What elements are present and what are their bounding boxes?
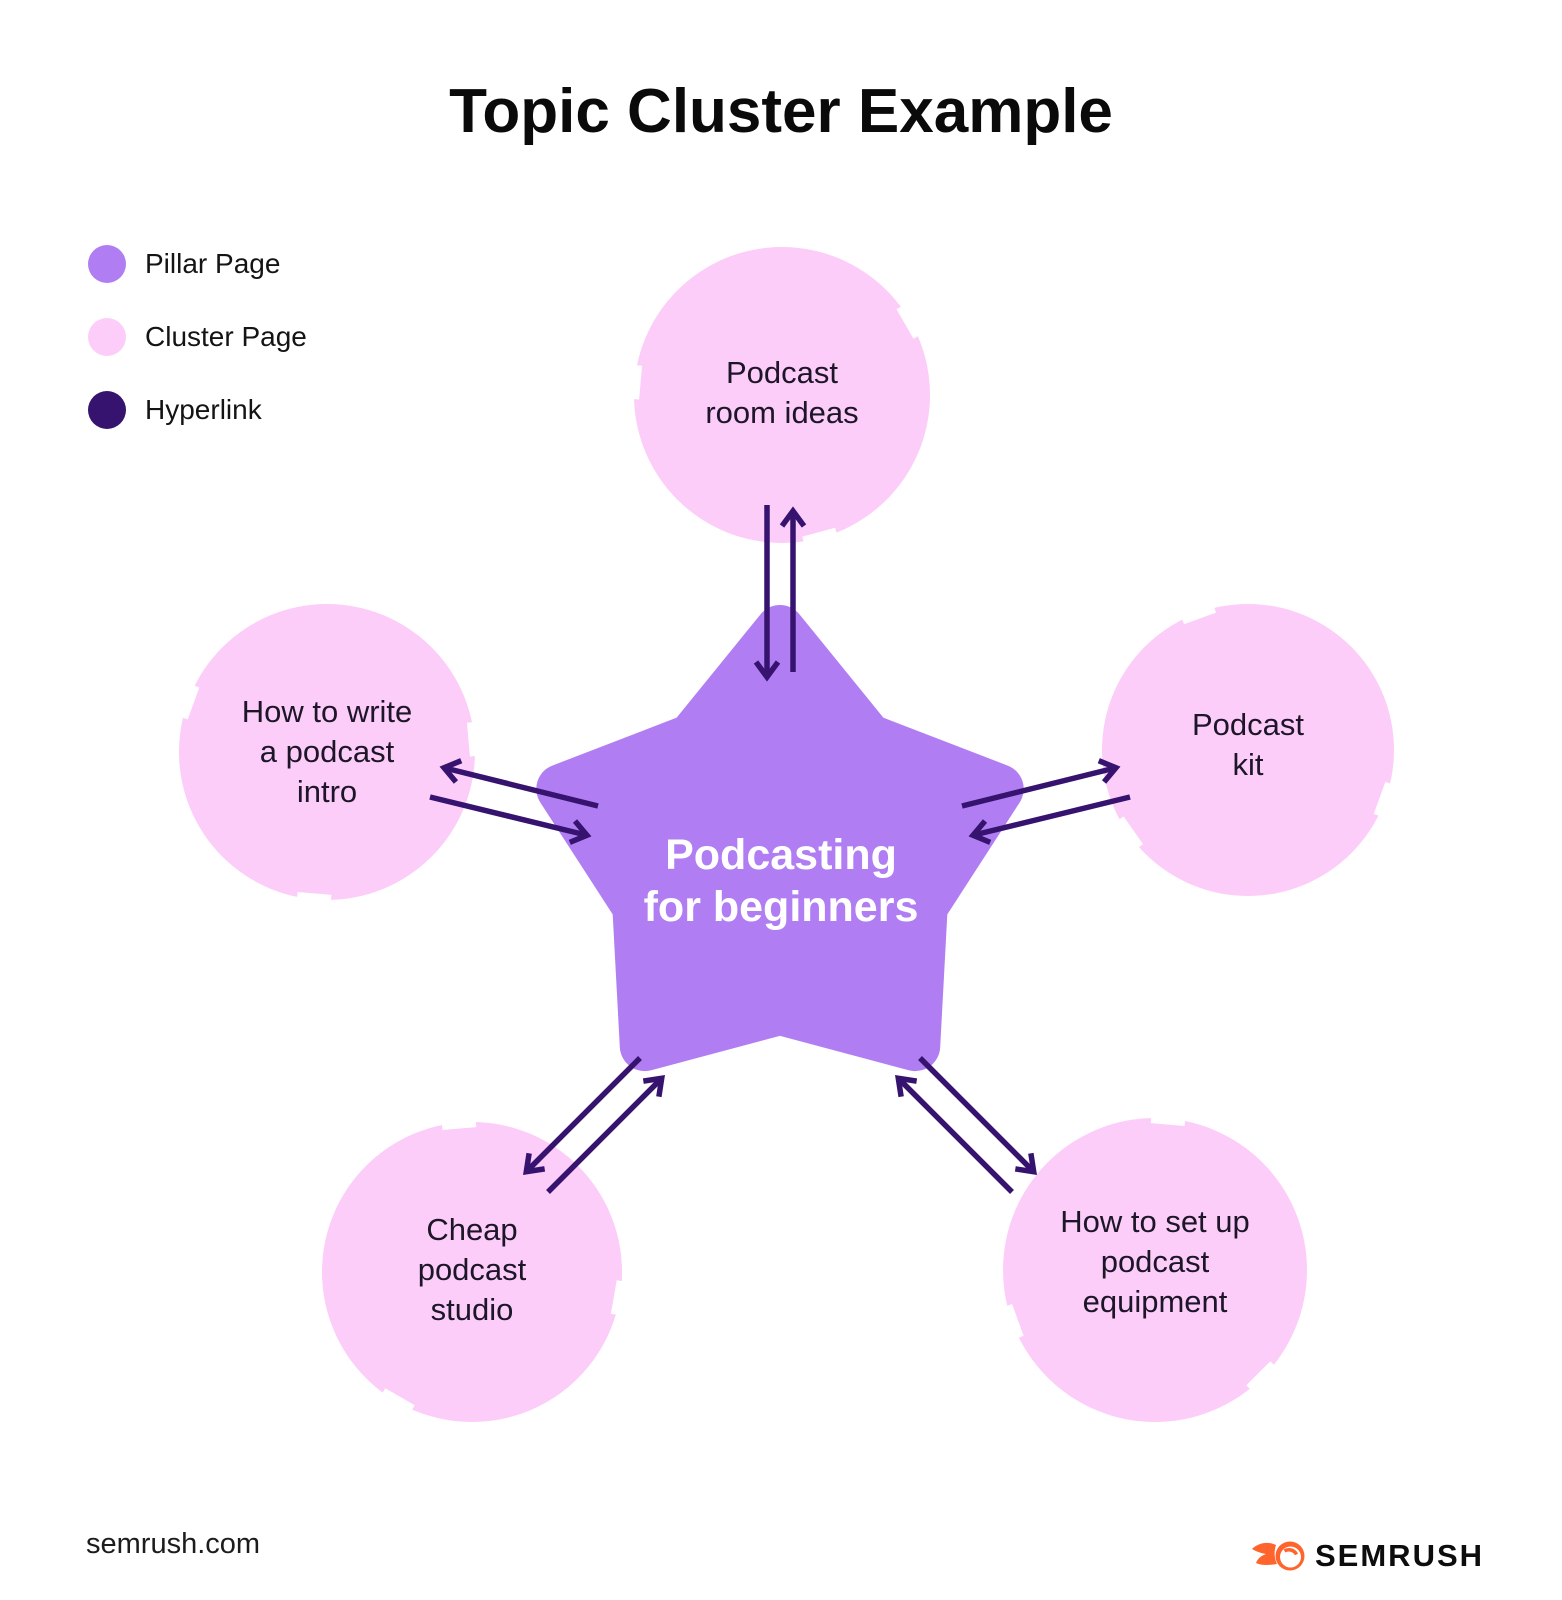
circle-notch bbox=[896, 303, 924, 339]
circle-notch bbox=[1150, 1111, 1186, 1127]
legend-label: Pillar Page bbox=[145, 248, 281, 279]
circle-notch bbox=[379, 1388, 415, 1416]
link-arrow-pillar-to-equipment bbox=[918, 1056, 1037, 1175]
cluster-node-podcast-room-ideas bbox=[627, 247, 930, 549]
cluster-label-how-to-write-a-podcast-intro: How to write a podcast intro bbox=[241, 694, 413, 809]
link-arrow-equipment-to-pillar bbox=[895, 1075, 1014, 1194]
circle-notch bbox=[296, 891, 332, 907]
legend-item-pillar-page: Pillar Page bbox=[88, 245, 307, 283]
cluster-label-cheap-podcast-studio: Cheap podcast studio bbox=[417, 1212, 527, 1327]
cluster-node-how-to-set-up-podcast-equipment bbox=[1000, 1111, 1307, 1422]
semrush-wordmark: SEMRUSH bbox=[1315, 1538, 1485, 1573]
legend-item-hyperlink: Hyperlink bbox=[88, 391, 307, 429]
cluster-label-podcast-room-ideas: Podcast room ideas bbox=[705, 355, 859, 430]
link-arrow-pillar-to-cheap-studio bbox=[523, 1056, 642, 1175]
link-arrow-pillar-to-podcast-intro bbox=[439, 758, 599, 809]
cluster-node-how-to-write-a-podcast-intro bbox=[176, 604, 482, 907]
pillar-label-podcasting-for-beginners: Podcasting for beginners bbox=[643, 831, 919, 931]
page-title: Topic Cluster Example bbox=[449, 77, 1113, 146]
cluster-page-swatch-icon bbox=[88, 318, 126, 356]
hyperlink-swatch-icon bbox=[88, 391, 126, 429]
link-arrow-podcast-kit-to-pillar bbox=[968, 794, 1131, 845]
cluster-label-podcast-kit: Podcast kit bbox=[1191, 707, 1304, 782]
pillar-node-star bbox=[536, 605, 1024, 1072]
circle-notch bbox=[802, 527, 839, 549]
legend-label: Hyperlink bbox=[145, 394, 262, 425]
circle-notch bbox=[441, 1115, 477, 1131]
circle-notch bbox=[1373, 781, 1397, 818]
cluster-node-podcast-kit bbox=[1102, 601, 1397, 896]
circle-notch bbox=[627, 364, 643, 400]
circle-notch bbox=[466, 721, 482, 757]
legend-item-cluster-page: Cluster Page bbox=[88, 318, 307, 356]
circle-notch bbox=[1179, 601, 1217, 625]
site-url: semrush.com bbox=[86, 1528, 261, 1560]
legend-label: Cluster Page bbox=[145, 321, 307, 352]
circle-notch bbox=[1000, 1303, 1024, 1341]
semrush-flame-icon bbox=[1252, 1541, 1305, 1571]
circle-notch bbox=[1113, 816, 1144, 852]
circle-notch bbox=[1246, 1361, 1279, 1394]
circle-notch bbox=[610, 1280, 629, 1316]
link-arrow-cheap-studio-to-pillar bbox=[546, 1075, 665, 1194]
link-arrow-podcast-intro-to-pillar bbox=[429, 794, 592, 845]
pillar-page-swatch-icon bbox=[88, 245, 126, 283]
circle-notch bbox=[176, 683, 200, 720]
legend: Pillar Page Cluster Page Hyperlink bbox=[88, 245, 307, 429]
semrush-logo: SEMRUSH bbox=[1250, 1538, 1484, 1574]
cluster-label-how-to-set-up-podcast-equipment: How to set up podcast equipment bbox=[1060, 1204, 1250, 1319]
cluster-node-cheap-podcast-studio bbox=[322, 1115, 629, 1422]
link-arrow-pillar-to-podcast-kit bbox=[961, 758, 1121, 809]
